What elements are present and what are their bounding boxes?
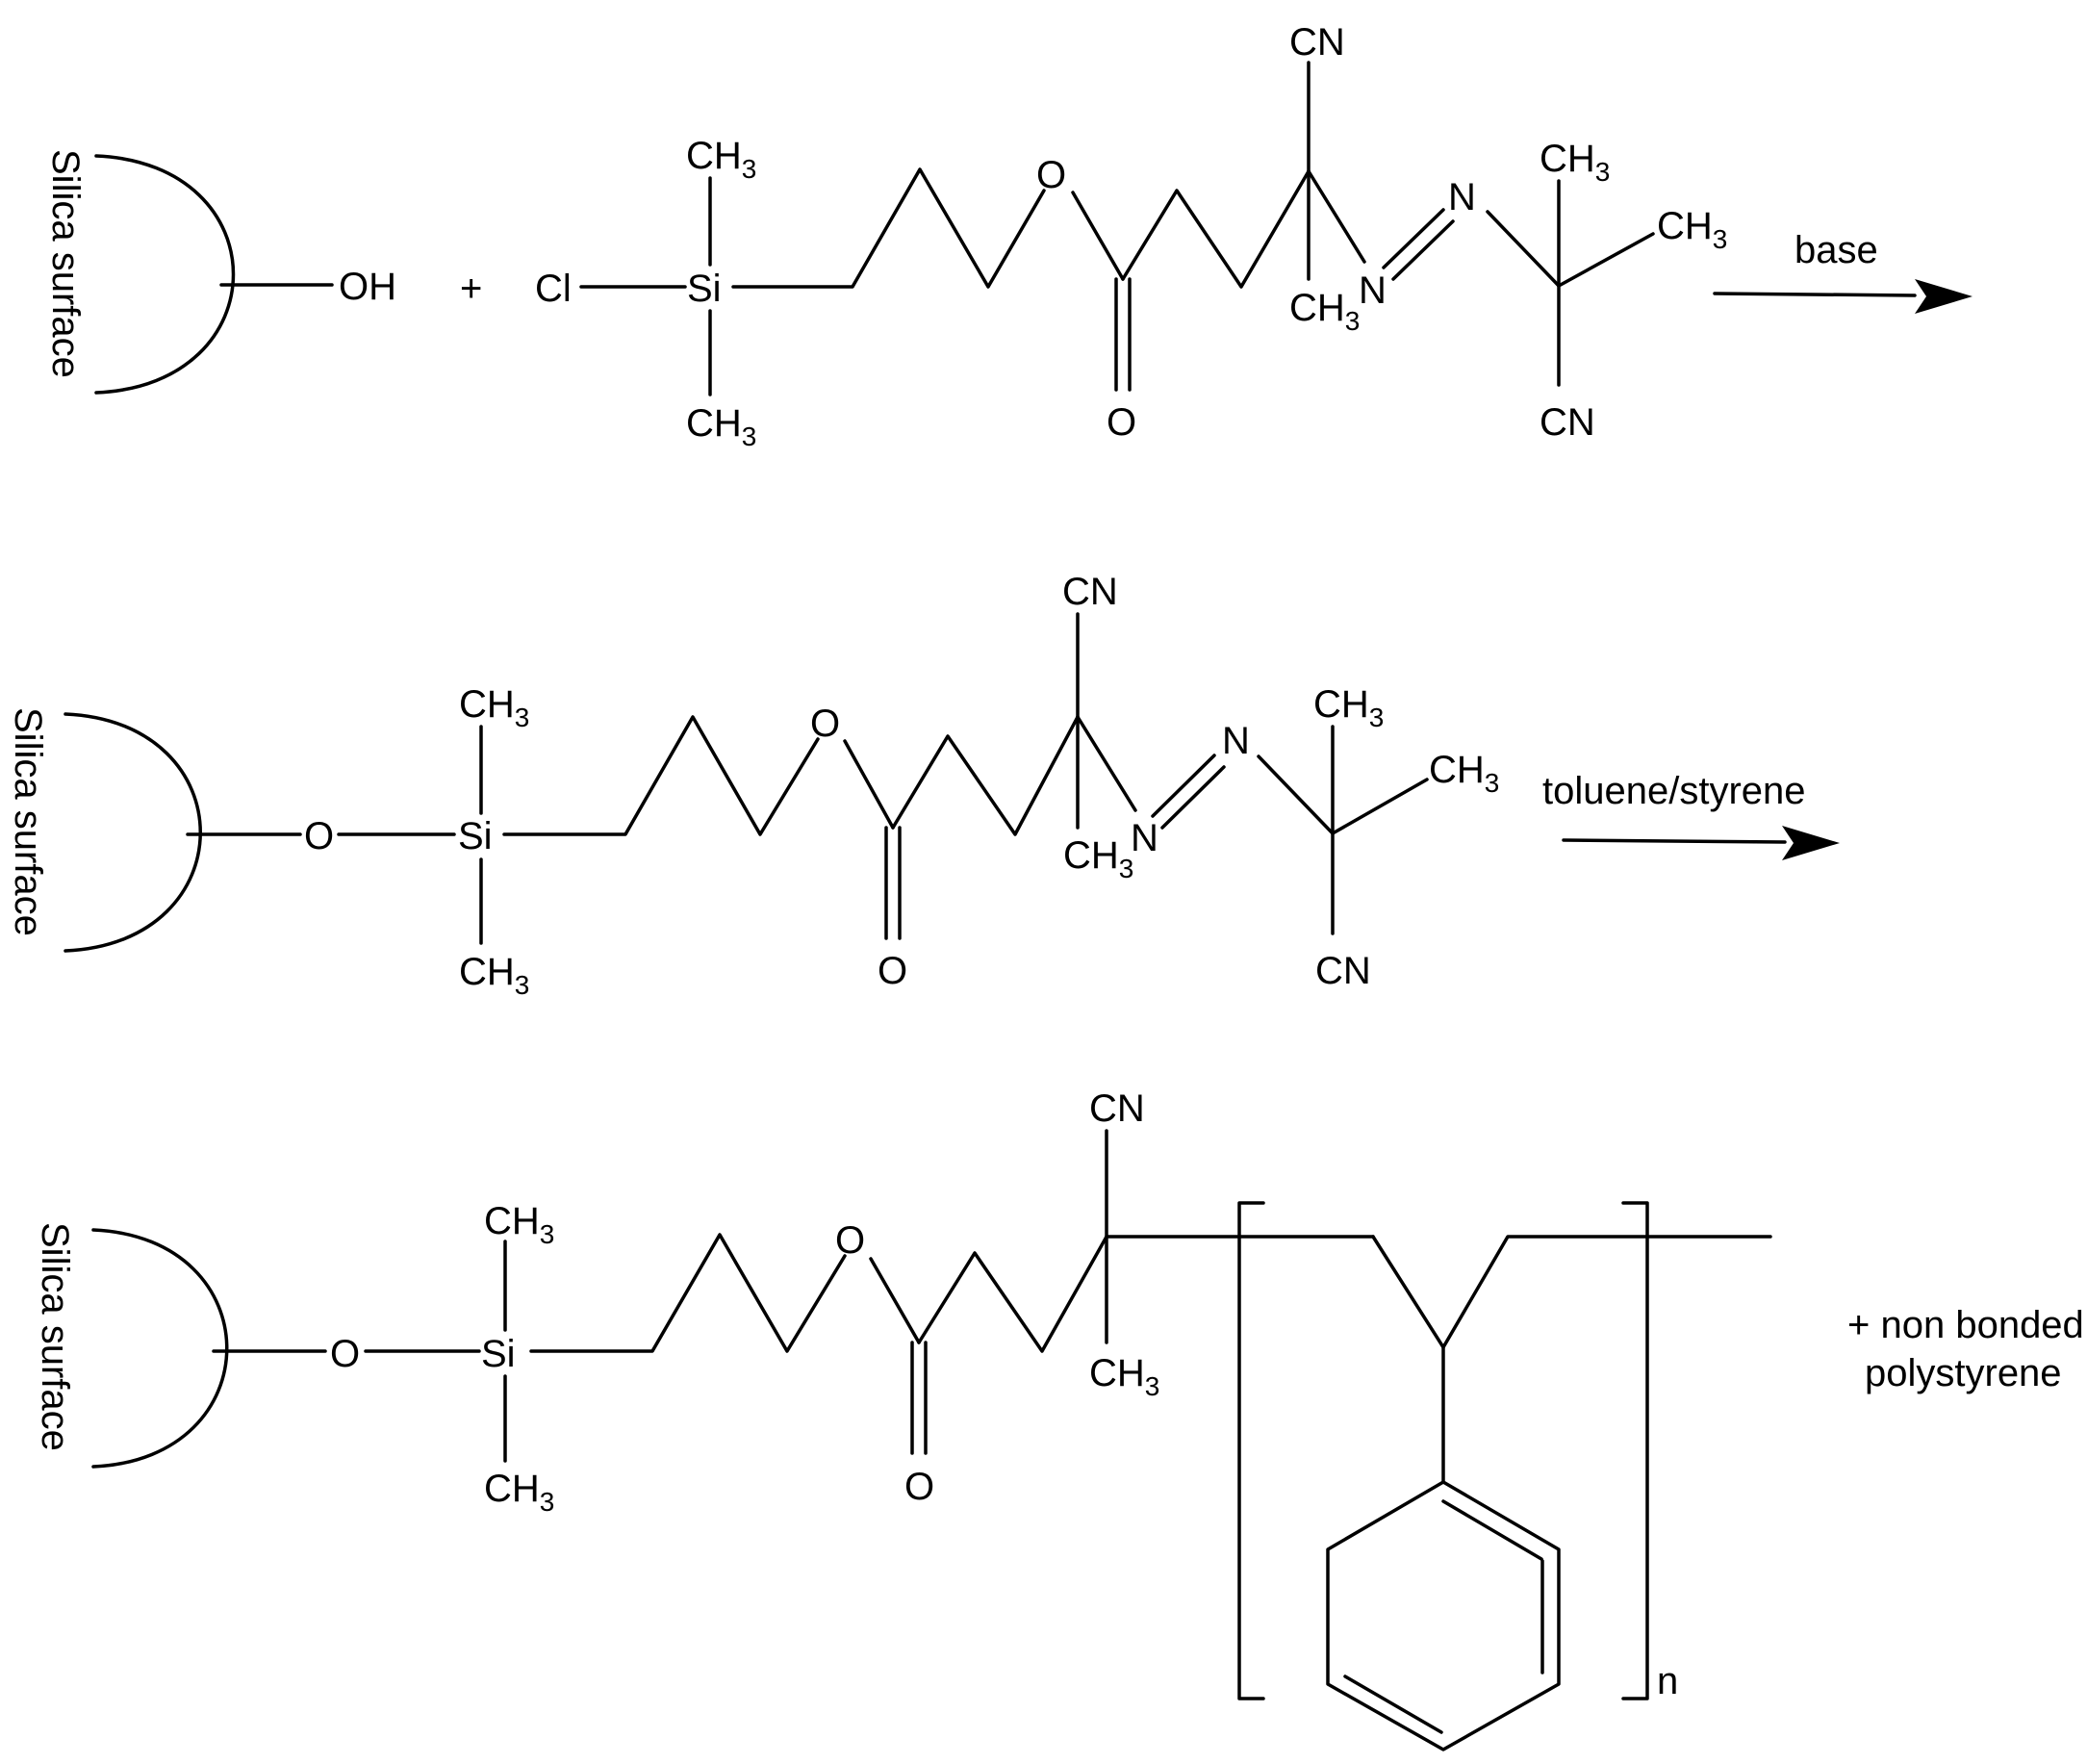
methyl-label: CH3: [1540, 138, 1610, 187]
nitrile-label: CN: [1315, 950, 1371, 992]
silica-surface-label: Silica surface: [34, 1222, 76, 1451]
repeat-count-label: n: [1657, 1660, 1678, 1702]
arrow-head-2: [1782, 826, 1840, 860]
azo-double-bond-a: [1382, 208, 1445, 269]
silicon-label: Si: [687, 268, 722, 310]
n-quat2-bond: [1257, 754, 1335, 835]
silica-surface-label: Silica surface: [44, 149, 87, 378]
methyl-label: CH3: [484, 1200, 554, 1249]
quat2-ch3-right-bond: [1331, 778, 1429, 835]
methyl-label: CH3: [686, 402, 756, 451]
quat-n-bond: [1076, 715, 1137, 812]
silica-surface-arc: [91, 1228, 229, 1469]
aromatic-double-bond: [1343, 1675, 1443, 1734]
reaction-arrow-2: [1562, 838, 1787, 844]
nitrile-label: CN: [1289, 21, 1345, 64]
o-carbonyl-bond: [843, 739, 895, 830]
carbonyl-oxygen-label: O: [904, 1466, 934, 1508]
methyl-label: CH3: [1089, 1352, 1159, 1401]
carbonyl-oxygen-label: O: [1107, 401, 1136, 444]
hydroxyl-label: OH: [339, 266, 396, 308]
azo-double-bond-a: [1151, 754, 1216, 818]
n-quat2-bond: [1486, 210, 1561, 288]
azo-nitrogen-label: N: [1222, 720, 1250, 762]
azo-double-bond-b: [1160, 765, 1226, 830]
ester-oxygen-label: O: [835, 1219, 865, 1262]
methyl-label: CH3: [459, 683, 529, 732]
reagent-base-label: base: [1794, 229, 1878, 271]
methyl-label: CH3: [1289, 287, 1360, 336]
quat-n-bond: [1307, 169, 1366, 264]
methyl-label: CH3: [484, 1468, 554, 1517]
silicon-label: Si: [481, 1333, 516, 1375]
o-carbonyl-bond: [1071, 191, 1125, 281]
azo-nitrogen-label: N: [1448, 176, 1476, 218]
siloxane-oxygen-label: O: [304, 815, 334, 857]
nitrile-label: CN: [1089, 1087, 1145, 1130]
propyl-chain: [529, 1233, 847, 1353]
benzene-ring: [1326, 1480, 1561, 1751]
nitrile-label: CN: [1540, 401, 1595, 444]
azo-nitrogen-label: N: [1359, 269, 1387, 312]
repeat-bracket-left: [1237, 1201, 1265, 1700]
ethylene-chain: [1121, 169, 1311, 289]
methyl-label: CH3: [686, 135, 756, 184]
ester-oxygen-label: O: [1036, 154, 1066, 196]
reagent-toluene-styrene-label: toluene/styrene: [1542, 770, 1806, 812]
byproduct-line-1: + non bonded: [1847, 1304, 2084, 1346]
nitrile-label: CN: [1062, 571, 1118, 613]
silica-surface-arc: [94, 154, 236, 395]
siloxane-oxygen-label: O: [330, 1333, 360, 1375]
silicon-label: Si: [458, 815, 493, 857]
plus-sign: +: [460, 268, 482, 310]
carbonyl-oxygen-label: O: [878, 950, 907, 992]
ester-oxygen-label: O: [810, 703, 840, 745]
silica-surface-arc: [64, 712, 202, 953]
methyl-label: CH3: [1429, 749, 1499, 798]
chlorine-label: Cl: [535, 268, 572, 310]
reaction-arrow-1: [1713, 292, 1917, 297]
ethylene-chain: [891, 715, 1080, 836]
methyl-label: CH3: [459, 951, 529, 1000]
row-2-intermediate: Silica surface O Si CH3 CH3 O O CN CH3 N…: [7, 571, 1840, 1000]
methyl-label: CH3: [1063, 834, 1133, 883]
byproduct-line-2: polystyrene: [1865, 1352, 2062, 1394]
quat2-ch3-right-bond: [1557, 232, 1655, 288]
azo-nitrogen-label: N: [1131, 817, 1158, 859]
repeat-bracket-right: [1621, 1201, 1649, 1700]
aromatic-double-bond: [1441, 1499, 1543, 1561]
o-carbonyl-bond: [869, 1257, 921, 1344]
row-1-reactants: Silica surface OH + Cl Si CH3 CH3 O O CN…: [44, 21, 1972, 451]
row-3-product: Silica surface O Si CH3 CH3 O O CN CH3 n: [34, 1087, 2084, 1751]
ethylene-chain: [917, 1235, 1108, 1353]
methyl-label: CH3: [1657, 205, 1727, 254]
arrow-head-1: [1915, 279, 1972, 314]
methyl-label: CH3: [1313, 683, 1384, 732]
silica-surface-label: Silica surface: [7, 707, 49, 936]
azo-double-bond-b: [1391, 219, 1455, 281]
propyl-chain: [731, 167, 1046, 289]
propyl-chain: [502, 715, 820, 836]
styrene-backbone: [1371, 1235, 1772, 1349]
